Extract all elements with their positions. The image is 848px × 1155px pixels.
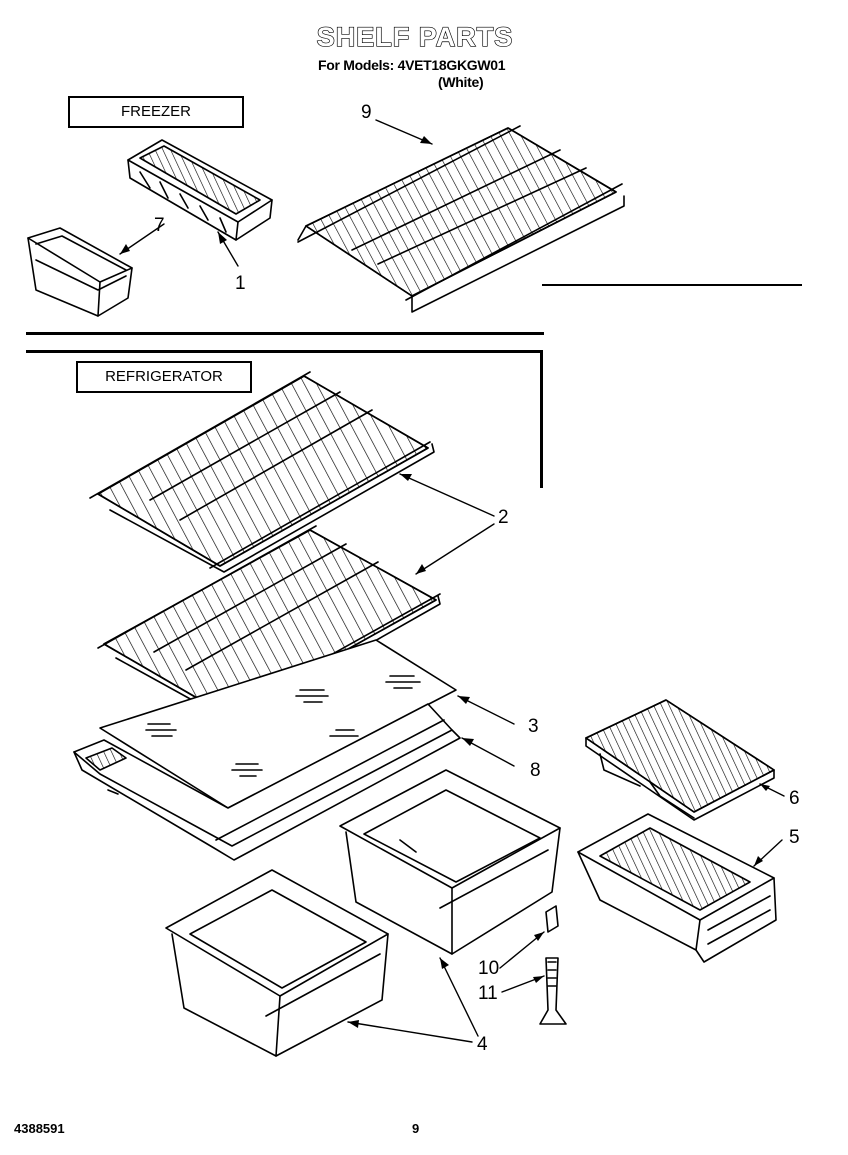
callout-6: 6 (789, 788, 800, 809)
callout-3: 3 (528, 716, 539, 737)
section-divider-vertical (540, 350, 543, 488)
callout-10: 10 (478, 958, 500, 979)
slide-shelf-part (586, 700, 774, 820)
leveling-leg-part (540, 906, 566, 1024)
document-number: 4388591 (14, 1121, 65, 1136)
callout-9: 9 (361, 102, 372, 123)
meat-pan-drawer-part (578, 814, 776, 962)
crisper-drawer-right-part (340, 770, 560, 954)
section-divider-top (26, 332, 544, 335)
color-note: (White) (438, 74, 484, 90)
freezer-wire-shelf-part (298, 126, 624, 312)
glass-shelf-part (100, 640, 456, 808)
section-divider-bottom (26, 350, 543, 353)
fridge-wire-shelf-upper-part (90, 372, 434, 572)
callout-7: 7 (154, 215, 165, 236)
page-number: 9 (412, 1121, 420, 1136)
door-bin-part (28, 228, 132, 316)
ice-tray-part (128, 140, 272, 240)
models-line: For Models: 4VET18GKGW01 (318, 57, 506, 73)
callout-2: 2 (498, 507, 509, 528)
crisper-cover-frame-part (74, 704, 460, 860)
callout-11: 11 (478, 983, 498, 1004)
callout-5: 5 (789, 827, 800, 848)
callout-4: 4 (477, 1034, 488, 1055)
callout-arrowheads (120, 136, 770, 1028)
freezer-section-label: FREEZER (68, 96, 244, 128)
fridge-wire-shelf-lower-part (98, 526, 440, 722)
page-title: SHELF PARTS (316, 21, 514, 52)
crisper-drawer-left-part (166, 870, 388, 1056)
refrigerator-section-label: REFRIGERATOR (76, 361, 252, 393)
callout-8: 8 (530, 760, 541, 781)
section-divider-right (542, 284, 802, 286)
callout-1: 1 (235, 273, 246, 294)
